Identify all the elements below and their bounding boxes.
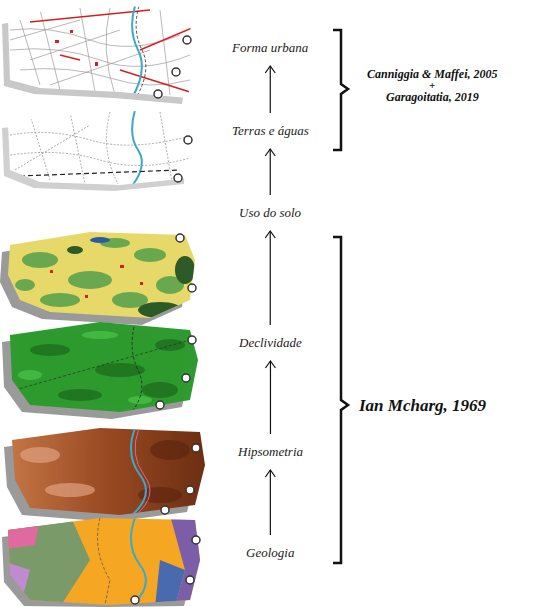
reference-label: Ian Mcharg, 1969 [359, 396, 486, 416]
layer-name: Declividade [239, 335, 302, 350]
layer-name: Geologia [246, 545, 294, 560]
layer-name: Terras e águas [232, 123, 309, 138]
up-arrow [265, 361, 275, 434]
reference-label: + [429, 79, 435, 91]
up-arrow [265, 231, 275, 325]
layer-name: Forma urbana [232, 40, 308, 55]
layer-label: Geologia [242, 543, 298, 563]
reference-label: Garagoitatia, 2019 [386, 90, 479, 105]
up-arrow [265, 66, 275, 113]
up-arrow [265, 149, 275, 195]
layer-name: Uso do solo [239, 205, 301, 220]
layer-label: Forma urbana [228, 38, 312, 58]
layer-name: Hipsometria [238, 444, 303, 459]
layer-label: Uso do solo [235, 203, 305, 223]
layer-label: Hipsometria [234, 442, 307, 462]
bracket [333, 30, 348, 150]
up-arrow [265, 470, 275, 535]
bracket [333, 237, 348, 563]
layer-label: Terras e águas [228, 121, 313, 141]
layer-label: Declividade [235, 333, 306, 353]
